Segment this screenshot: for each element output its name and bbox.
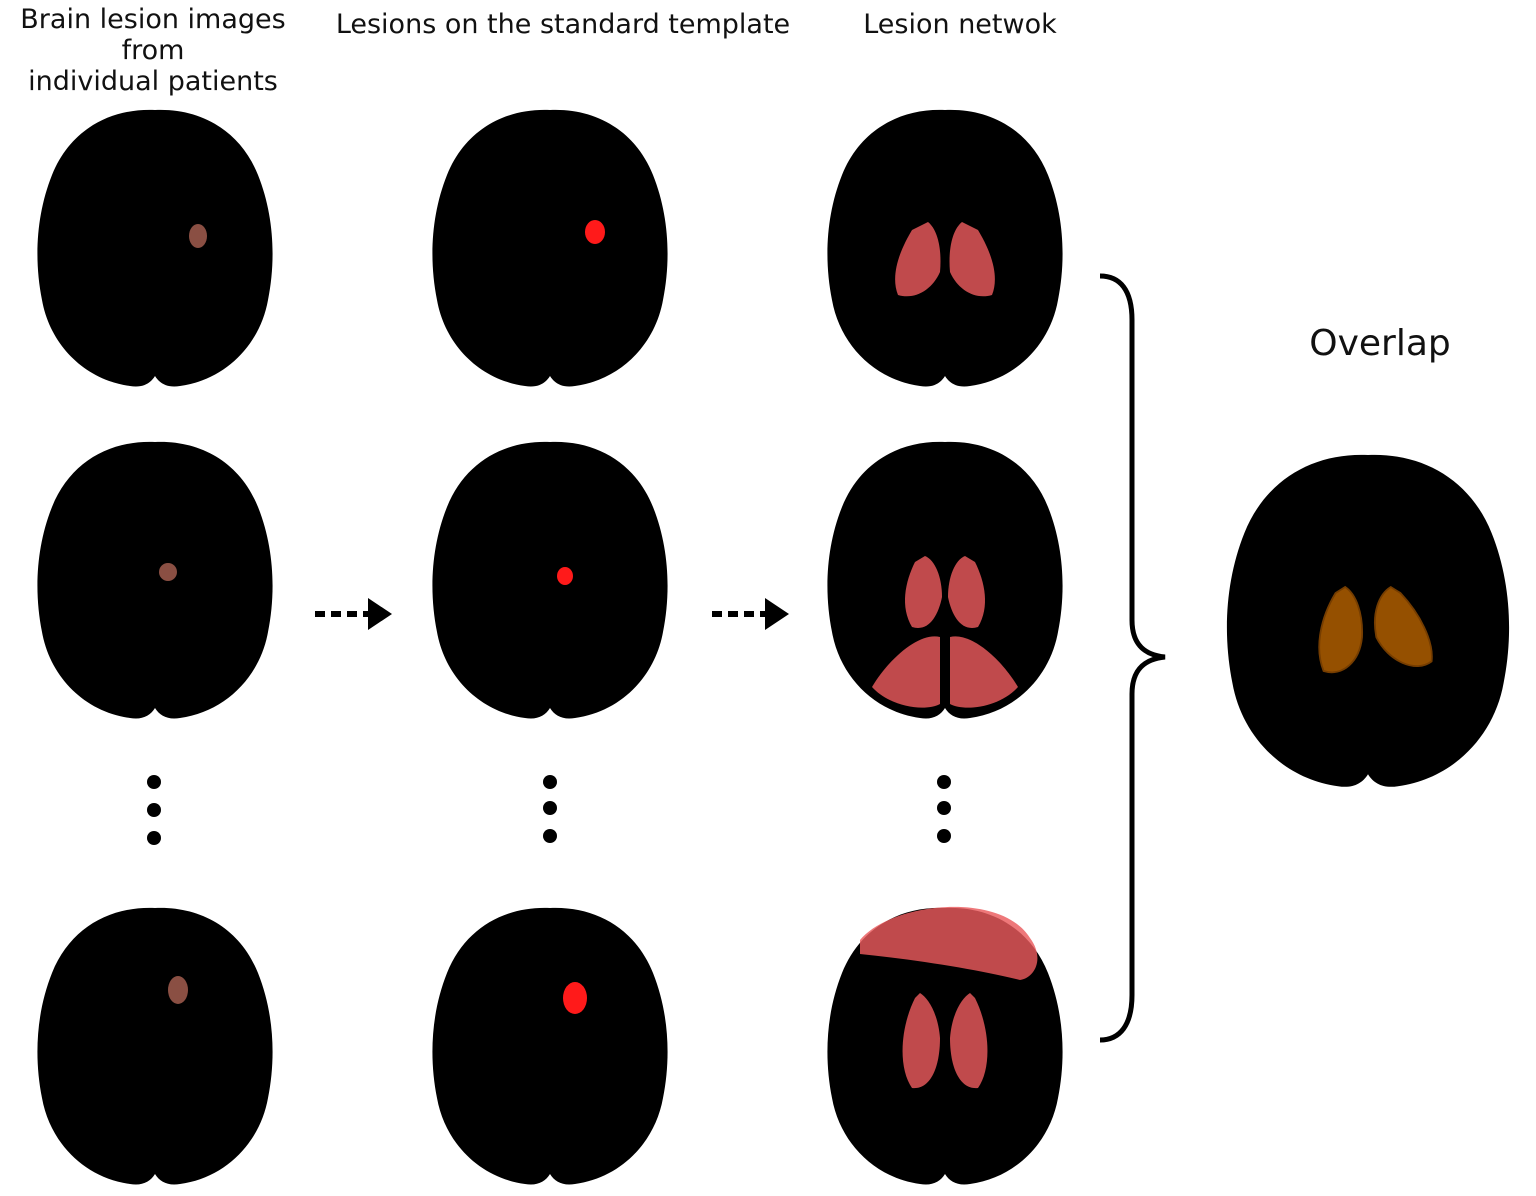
overlap-region-right	[1374, 585, 1433, 667]
column-title-network: Lesion netwok	[863, 9, 1057, 40]
lesion-spot	[189, 224, 207, 248]
overlap-brain	[1218, 432, 1518, 802]
template-brain-3	[425, 898, 675, 1188]
network-region-frontal	[860, 906, 1038, 980]
network-region-left	[902, 993, 940, 1089]
network-region-left	[895, 222, 941, 297]
patient-brain-2	[30, 432, 280, 722]
patient-brain-3	[30, 898, 280, 1188]
lesion-red	[557, 567, 573, 585]
column-title-patients: Brain lesion images from individual pati…	[20, 4, 286, 97]
brace-icon	[1099, 273, 1166, 1043]
lesion-spot	[168, 976, 188, 1004]
arrow-right-icon	[712, 598, 789, 630]
lesion-red	[585, 220, 605, 244]
template-brain-2	[425, 432, 675, 722]
ellipsis-icon	[543, 775, 557, 843]
arrow-right-icon	[315, 598, 392, 630]
lesion-spot	[159, 563, 177, 581]
network-region-posterior-right	[950, 636, 1018, 708]
overlap-region-left	[1318, 585, 1363, 674]
network-region-right	[948, 556, 986, 628]
network-region-left	[904, 556, 942, 628]
network-brain-3	[820, 898, 1070, 1188]
network-brain-2	[820, 432, 1070, 722]
lesion-red	[563, 982, 587, 1014]
patient-brain-1	[30, 100, 280, 390]
ellipsis-icon	[937, 775, 951, 843]
column-title-template: Lesions on the standard template	[335, 9, 791, 40]
template-brain-1	[425, 100, 675, 390]
network-region-right	[950, 993, 988, 1089]
network-region-right	[949, 222, 995, 297]
overlap-title: Overlap	[1309, 323, 1451, 364]
network-brain-1	[820, 100, 1070, 390]
network-region-posterior-left	[872, 636, 940, 708]
ellipsis-icon	[147, 775, 161, 845]
